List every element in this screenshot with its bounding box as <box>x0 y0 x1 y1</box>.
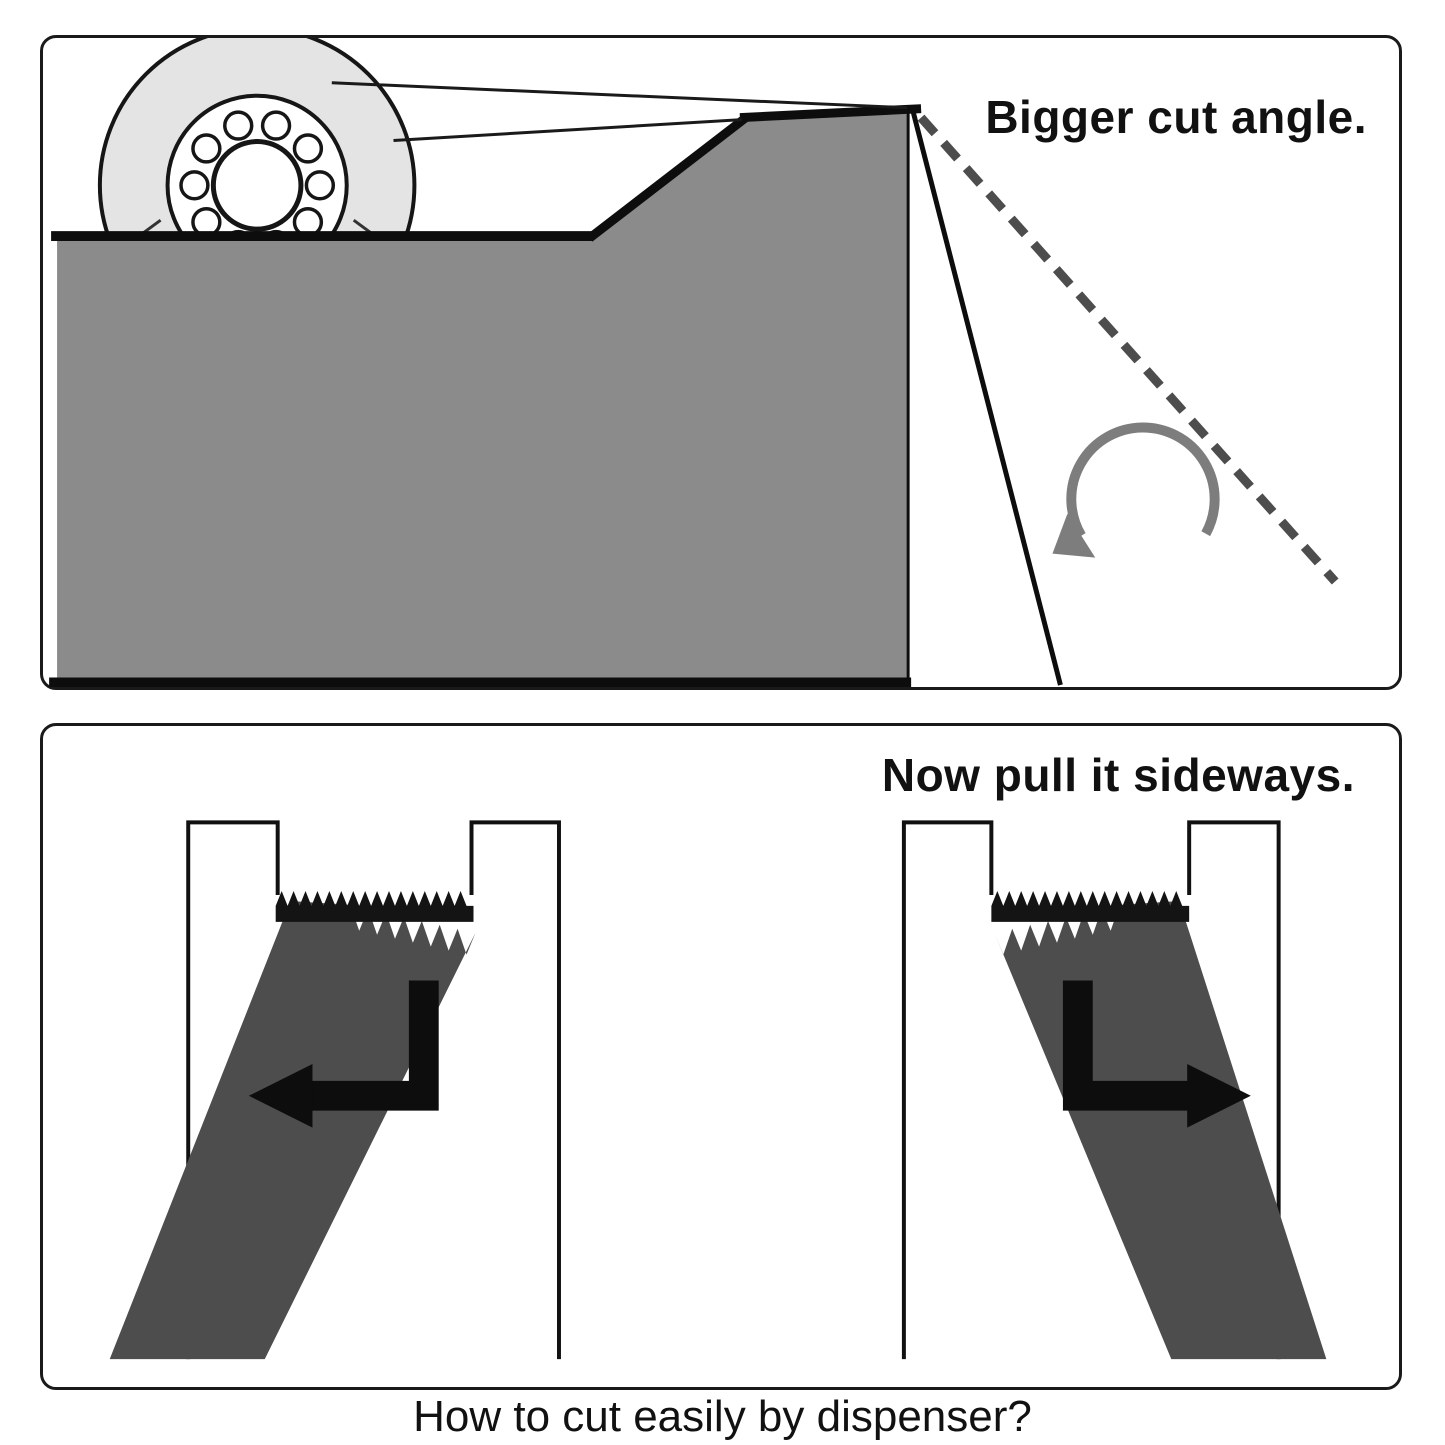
bigger-angle-dashed-line <box>917 114 1339 585</box>
pull-sideways-diagram <box>109 820 1327 1360</box>
panel-pull-sideways-label: Now pull it sideways. <box>881 749 1355 801</box>
pull-left-figure <box>109 820 561 1360</box>
pull-right-figure <box>901 820 1327 1360</box>
caption: How to cut easily by dispenser? <box>413 1392 1032 1441</box>
panel-pull-sideways: Now pull it sideways. <box>40 723 1402 1390</box>
cutter-frame-right <box>901 820 1281 1360</box>
serrated-blade-left-icon <box>275 891 474 922</box>
dispenser-body-outline <box>49 104 922 687</box>
rotation-arrow-icon <box>1052 422 1220 558</box>
tape-strip-left <box>109 900 476 1360</box>
hanging-tape-line <box>910 111 1063 686</box>
serrated-blade-right-icon <box>991 891 1190 922</box>
panel-cut-angle: Bigger cut angle. <box>40 35 1402 690</box>
tape-strip-right <box>994 900 1327 1360</box>
cutter-frame-left <box>186 820 561 1360</box>
panel-cut-angle-label: Bigger cut angle. <box>985 91 1367 143</box>
dispenser-side-diagram <box>49 38 1339 687</box>
pull-left-arrow-icon <box>248 980 439 1128</box>
pull-right-arrow-icon <box>1062 980 1251 1128</box>
dispenser-body <box>57 108 909 687</box>
stretched-tape-lines <box>331 81 908 143</box>
roll-core-hole <box>210 139 304 232</box>
